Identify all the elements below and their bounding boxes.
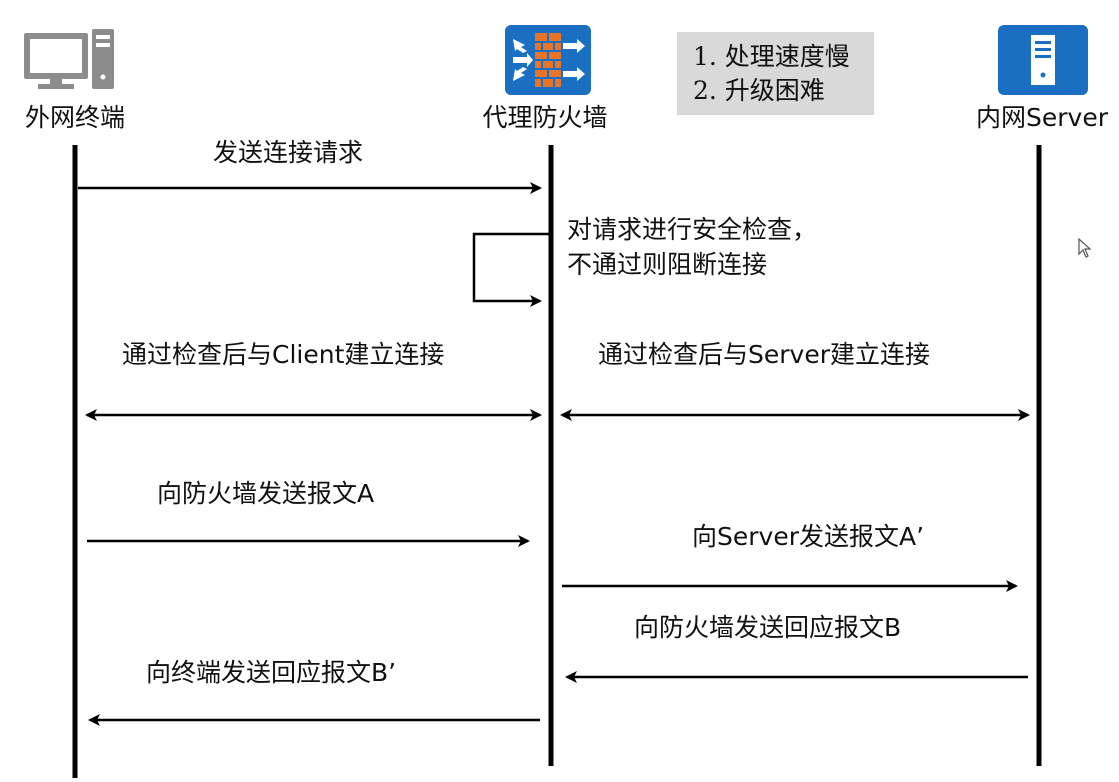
note-box: 1. 处理速度慢 2. 升级困难 (677, 32, 874, 115)
note-line-2: 2. 升级困难 (693, 76, 825, 105)
msg-send-a-prime: 向Server发送报文A’ (692, 522, 925, 551)
msg-send-a: 向防火墙发送报文A (157, 479, 375, 508)
msg-reply-b-prime: 向终端发送回应报文B’ (146, 658, 397, 687)
msg-send-request: 发送连接请求 (213, 138, 364, 167)
computer-icon (24, 29, 114, 89)
msg-security-check-2: 不通过则阻断连接 (567, 250, 768, 279)
msg-connect-client: 通过检查后与Client建立连接 (122, 340, 445, 369)
note-line-1: 1. 处理速度慢 (693, 42, 850, 71)
server-icon (998, 25, 1088, 95)
msg-reply-b: 向防火墙发送回应报文B (634, 613, 902, 642)
msg-security-check-1: 对请求进行安全检查， (567, 215, 818, 244)
actor-label-server: 内网Server (976, 103, 1108, 132)
mouse-cursor-icon (1078, 238, 1092, 258)
actor-label-terminal: 外网终端 (24, 103, 126, 132)
firewall-icon (505, 25, 591, 95)
actor-label-firewall: 代理防火墙 (482, 103, 608, 132)
arrow-self-check (472, 232, 549, 307)
msg-connect-server: 通过检查后与Server建立连接 (598, 340, 930, 369)
